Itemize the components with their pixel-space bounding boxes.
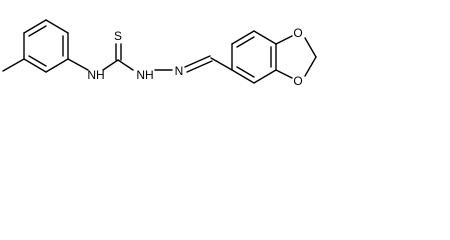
oxygen-bottom-label: O — [293, 74, 302, 88]
nh-thiocarbonyl-bond — [102, 59, 119, 71]
imine-double-bond-b — [186, 60, 213, 73]
sulfur-label: S — [114, 29, 122, 43]
imine-nitrogen-label: N — [175, 64, 184, 78]
thiocarbonyl-nh-bond — [117, 59, 134, 71]
methyl-bond — [2, 58, 25, 72]
oxygen-top-label: O — [293, 26, 302, 40]
tolyl-ring — [23, 19, 69, 73]
molecule-structure: S NH NH N O O — [2, 19, 317, 88]
nh-right-label: NH — [136, 68, 153, 82]
imine-double-bond-a — [184, 55, 211, 68]
ch-ring-bond — [210, 57, 233, 71]
benzodioxole-ring — [231, 30, 277, 84]
ring-nh-bond — [67, 58, 89, 71]
nh-left-label: NH — [87, 68, 104, 82]
dioxole-ring — [275, 35, 317, 79]
